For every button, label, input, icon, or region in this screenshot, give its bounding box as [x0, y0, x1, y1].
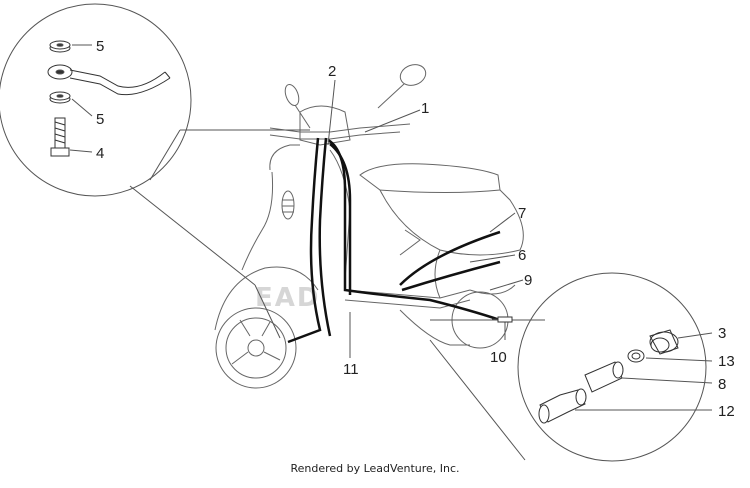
callout-8: 8 [718, 376, 726, 393]
callout-7: 7 [518, 205, 526, 222]
fitting-10 [492, 316, 513, 323]
callout-1: 1 [421, 100, 429, 117]
callout-4: 4 [96, 145, 104, 162]
render-credit: Rendered by LeadVenture, Inc. [290, 462, 460, 475]
callout-3: 3 [718, 325, 726, 342]
callout-5-top: 5 [96, 38, 104, 55]
detail-circle-left [0, 3, 192, 197]
callout-10: 10 [490, 349, 507, 366]
callout-12: 12 [718, 403, 735, 420]
callout-5-bottom: 5 [96, 111, 104, 128]
callout-2: 2 [328, 63, 336, 80]
callout-leaders [129, 79, 545, 461]
callout-13: 13 [718, 353, 735, 370]
brake-hose-lines [287, 137, 501, 344]
detail-circle-right [517, 272, 713, 462]
scooter-illustration [214, 64, 524, 389]
callout-9: 9 [524, 272, 532, 289]
callout-labels: 5 5 4 2 1 7 6 9 10 11 3 13 8 12 [96, 38, 735, 420]
callout-6: 6 [518, 247, 526, 264]
callout-11: 11 [343, 361, 359, 378]
